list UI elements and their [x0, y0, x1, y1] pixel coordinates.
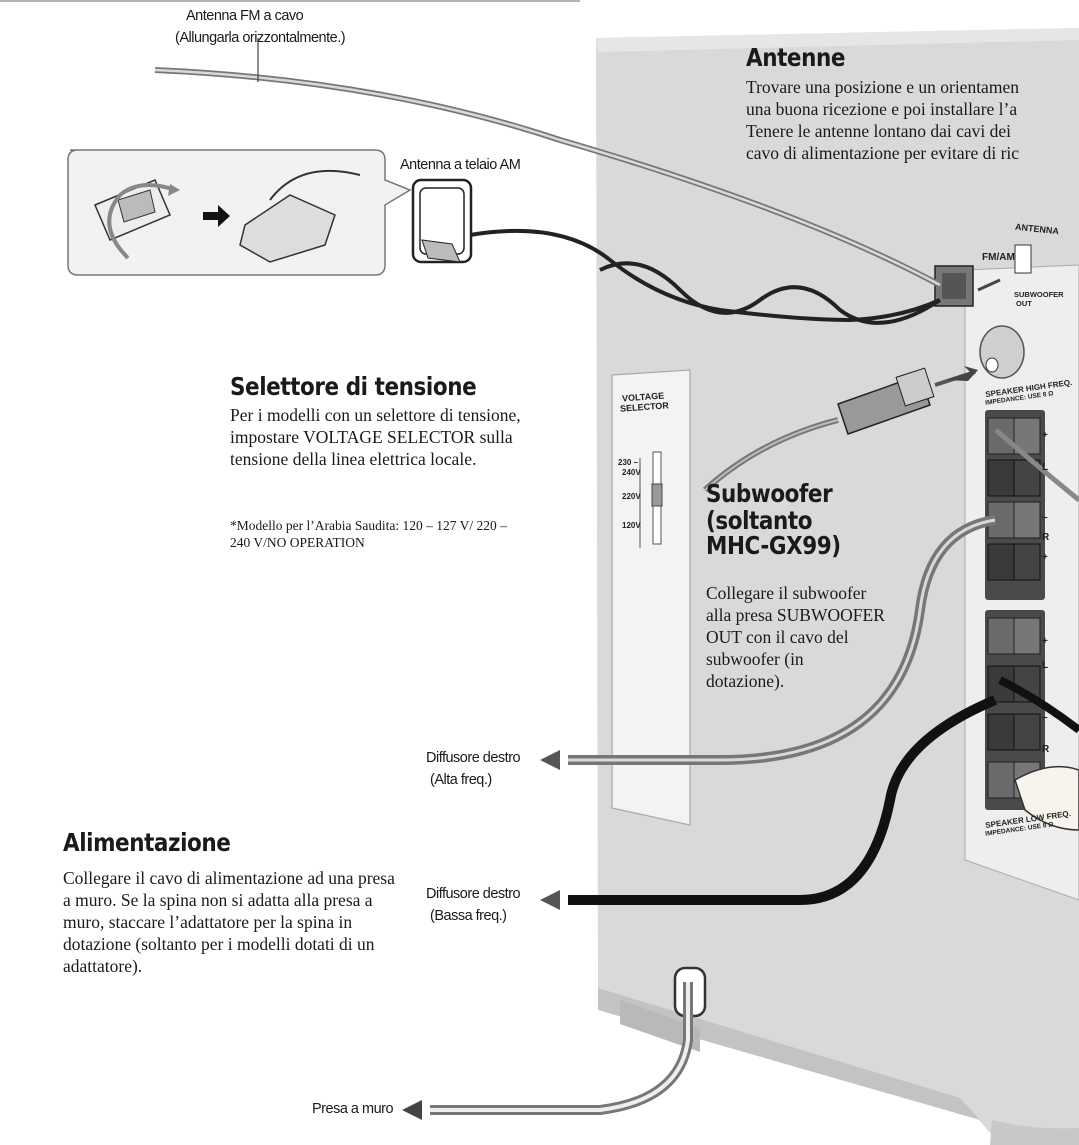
voltage-body: Per i modelli con un selettore di tensio…	[230, 405, 521, 469]
terminal-l-1: L	[1042, 462, 1049, 473]
speaker-high-terminals	[985, 410, 1045, 600]
am-cable	[469, 228, 941, 323]
subwoofer-heading-2: (soltanto	[706, 506, 813, 535]
power-cable	[430, 966, 707, 1115]
terminal-r-2: R	[1042, 744, 1050, 755]
terminal-minus-2: –	[1042, 712, 1048, 723]
am-loop-antenna	[411, 178, 473, 264]
finger	[1014, 765, 1079, 831]
panel-fm-am: FM/AM	[982, 252, 1015, 263]
antenne-heading: Antenne	[746, 43, 845, 72]
callout-fm-antenna: Antenna FM a cavo	[186, 8, 304, 24]
subwoofer-body: Collegare il subwoofer alla presa SUBWOO…	[706, 583, 885, 691]
arrow-left-power	[402, 1100, 422, 1120]
antenne-line-4: cavo di alimentazione per evitare di ric	[746, 143, 1020, 163]
callout-speaker-low: Diffusore destro	[426, 886, 521, 902]
subwoofer-heading-3: MHC-GX99)	[706, 531, 841, 560]
callout-speaker-low-note: (Bassa freq.)	[430, 908, 507, 924]
voltage-heading: Selettore di tensione	[230, 372, 477, 401]
callout-speaker-high: Diffusore destro	[426, 750, 521, 766]
arrow-sub	[945, 366, 978, 381]
panel-sub-out-2: OUT	[1016, 299, 1032, 308]
antenne-line-2: una buona ricezione e poi installare l’a	[746, 99, 1018, 119]
voltage-note: *Modello per l’Arabia Saudita: 120 – 127…	[230, 518, 507, 550]
antenne-line-1: Trovare una posizione e un orientamen	[746, 77, 1019, 97]
terminal-plus-3: +	[1042, 636, 1048, 647]
antenne-line-3: Tenere le antenne lontano dai cavi dei	[746, 121, 1012, 141]
subwoofer-out-jack	[979, 325, 1025, 379]
speaker-low-cable	[568, 676, 1079, 905]
fm-am-terminal	[934, 244, 1032, 307]
terminal-plus-1: +	[1042, 430, 1048, 441]
power-body: Collegare il cavo di alimentazione ad un…	[63, 868, 395, 976]
arrow-left-low	[540, 890, 560, 910]
callout-wall-outlet: Presa a muro	[312, 1101, 394, 1117]
terminal-l-2: L	[1042, 660, 1049, 671]
voltage-selector-plate	[611, 369, 691, 826]
panel-voltage-opt-3: 220V	[622, 492, 641, 501]
terminal-plus-2: +	[1042, 552, 1048, 563]
arrow-fm	[977, 278, 1001, 292]
device-back-panel	[596, 28, 1079, 1145]
panel-sub-out-1: SUBWOOFER	[1014, 290, 1064, 299]
terminal-minus-1: –	[1042, 512, 1048, 523]
panel-voltage-opt-2: 240V	[622, 468, 641, 477]
power-heading: Alimentazione	[63, 828, 231, 857]
panel-voltage-opt-1: 230 –	[618, 458, 639, 467]
am-assembly-inset	[67, 149, 412, 276]
speaker-high-cable	[568, 428, 1079, 765]
callout-speaker-high-note: (Alta freq.)	[430, 772, 492, 788]
callout-am-antenna: Antenna a telaio AM	[400, 157, 521, 173]
panel-voltage-opt-4: 120V	[622, 521, 641, 530]
terminal-r-1: R	[1042, 532, 1050, 543]
arrow-left-high	[540, 750, 560, 770]
subwoofer-heading-1: Subwoofer	[706, 479, 833, 508]
callout-fm-antenna-note: (Allungarla orizzontalmente.)	[175, 30, 346, 46]
